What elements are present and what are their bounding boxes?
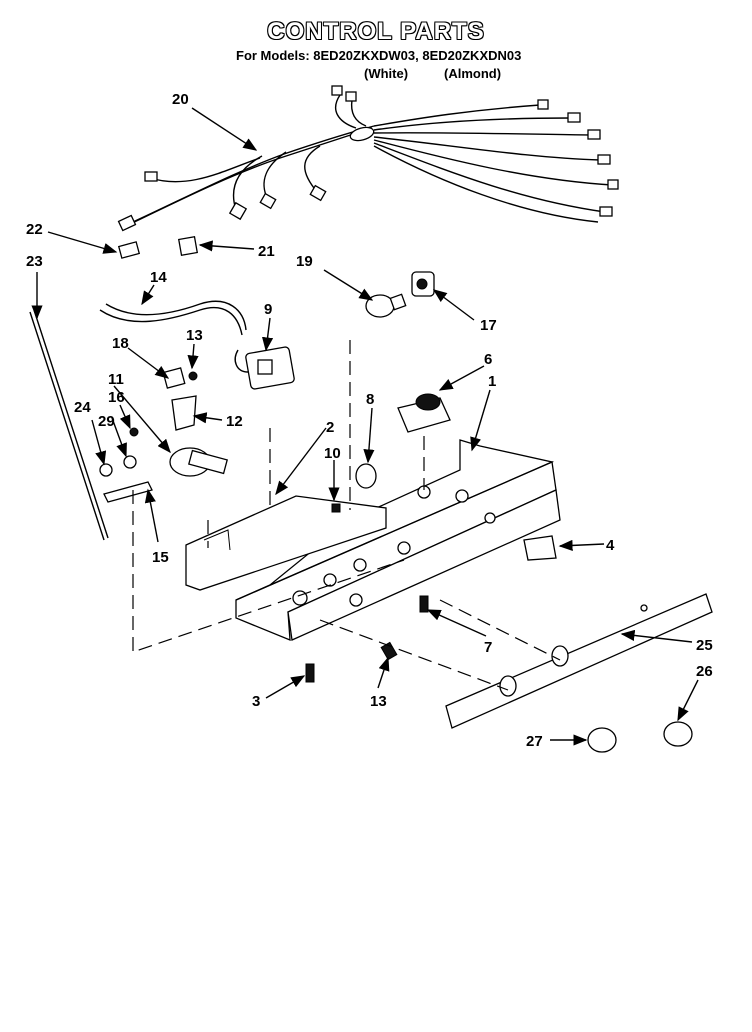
callout-16: 16 bbox=[108, 389, 125, 406]
relay bbox=[234, 346, 295, 390]
capillary-tube bbox=[99, 300, 247, 336]
screw-13b bbox=[380, 641, 398, 661]
grommet bbox=[355, 463, 377, 489]
knob-26 bbox=[663, 721, 693, 747]
thermostat-assembly bbox=[99, 367, 228, 477]
callout-17: 17 bbox=[480, 317, 497, 334]
callout-13b: 13 bbox=[370, 693, 387, 710]
callout-20: 20 bbox=[172, 91, 189, 108]
callout-12: 12 bbox=[226, 413, 243, 430]
callout-6: 6 bbox=[484, 351, 492, 368]
page-title: CONTROL PARTS bbox=[267, 18, 485, 45]
control-panel bbox=[445, 593, 713, 729]
callout-27: 27 bbox=[526, 733, 543, 750]
knob-27 bbox=[587, 727, 617, 753]
clip-4 bbox=[523, 535, 557, 561]
callout-11: 11 bbox=[108, 371, 124, 388]
callout-18: 18 bbox=[112, 335, 129, 352]
callout-9: 9 bbox=[264, 301, 272, 318]
callout-24: 24 bbox=[74, 399, 91, 416]
screw-7 bbox=[419, 595, 429, 613]
models-line: For Models: 8ED20ZKXDW03, 8ED20ZKXDN03 bbox=[236, 48, 522, 63]
callout-25: 25 bbox=[696, 637, 713, 654]
callout-7: 7 bbox=[484, 639, 492, 656]
actuator-rod bbox=[29, 309, 153, 541]
light-socket bbox=[411, 271, 435, 297]
callout-22: 22 bbox=[26, 221, 43, 238]
callout-2: 2 bbox=[326, 419, 334, 436]
callout-10: 10 bbox=[324, 445, 341, 462]
callout-3: 3 bbox=[252, 693, 260, 710]
callout-23: 23 bbox=[26, 253, 43, 270]
callout-14: 14 bbox=[150, 269, 167, 286]
callout-19: 19 bbox=[296, 253, 313, 270]
control-bracket bbox=[185, 495, 387, 591]
callout-29: 29 bbox=[98, 413, 115, 430]
screw-10 bbox=[331, 503, 341, 513]
callout-4: 4 bbox=[606, 537, 615, 554]
wiring-harness bbox=[117, 85, 619, 232]
callout-26: 26 bbox=[696, 663, 713, 680]
clip-22 bbox=[117, 241, 141, 259]
clip-21 bbox=[177, 235, 199, 257]
screw-3 bbox=[305, 663, 315, 683]
callout-1: 1 bbox=[488, 373, 496, 390]
callout-13a: 13 bbox=[186, 327, 203, 344]
cold-control bbox=[397, 393, 451, 433]
variant-almond: (Almond) bbox=[444, 66, 502, 81]
variant-white: (White) bbox=[364, 66, 409, 81]
callout-15: 15 bbox=[152, 549, 169, 566]
callout-8: 8 bbox=[366, 391, 374, 408]
callout-21: 21 bbox=[258, 243, 275, 260]
control-housing bbox=[235, 439, 561, 641]
light-bulb bbox=[365, 293, 407, 318]
